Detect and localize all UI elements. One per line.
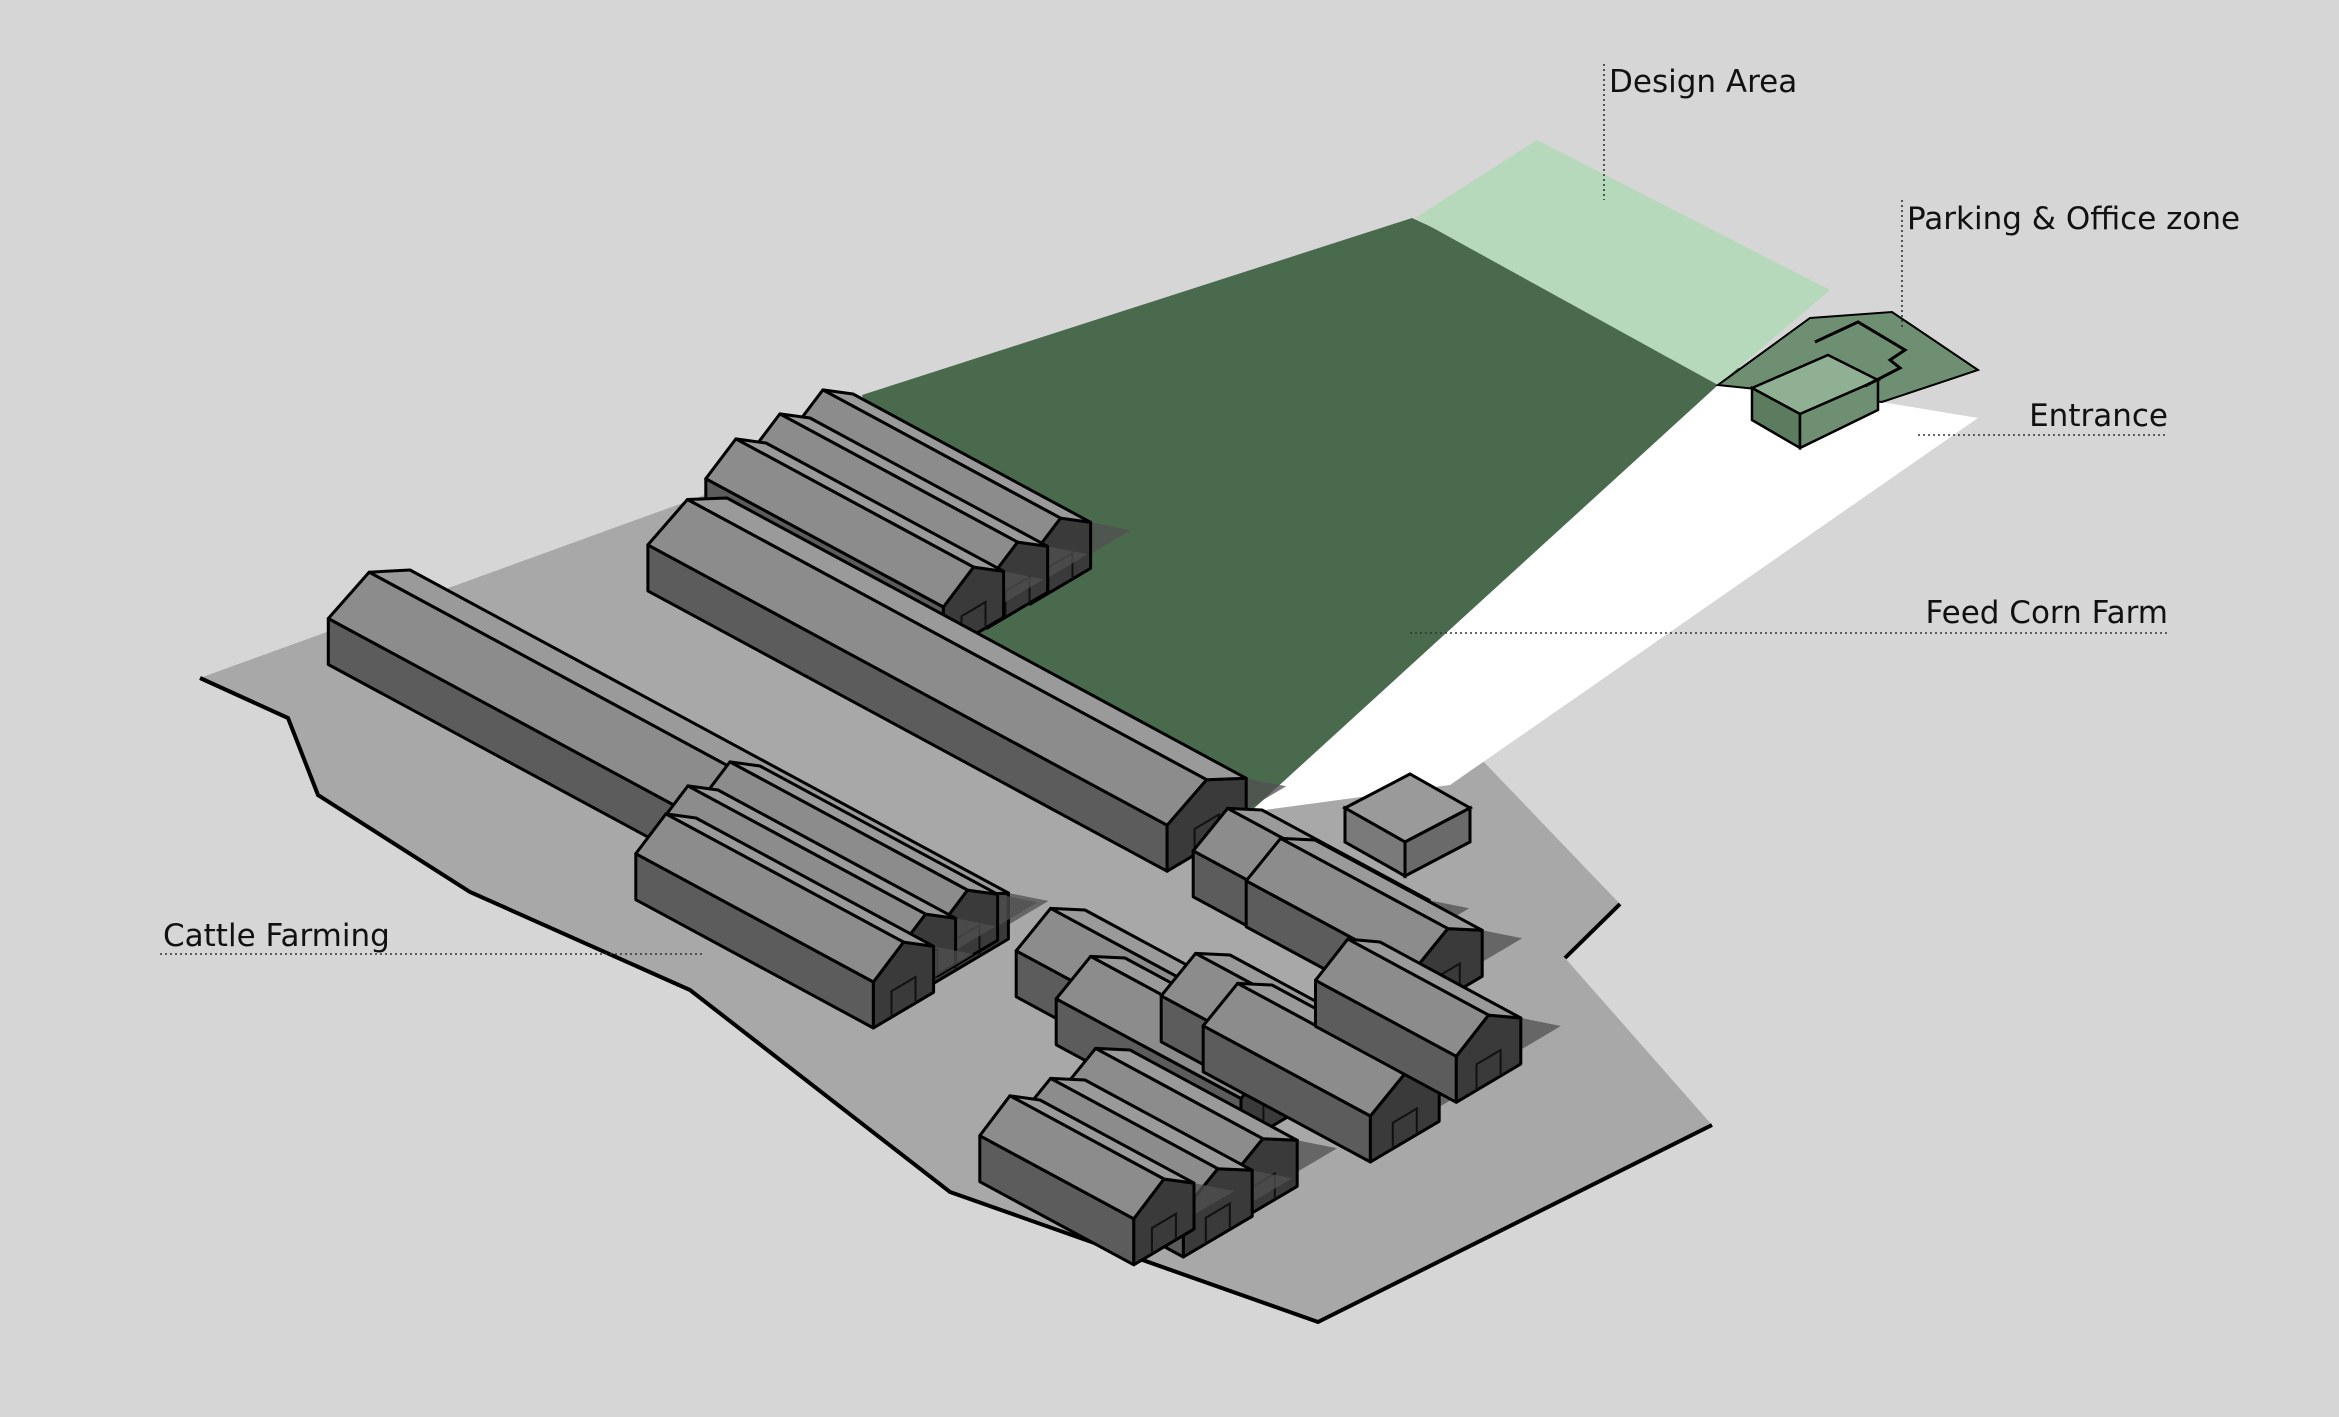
ground-edge (199, 676, 1713, 1325)
utility-building (1341, 772, 1474, 879)
parking-office-zone (1715, 310, 1981, 451)
callout-labels: Design Area Parking & Office zone Entran… (163, 64, 2240, 954)
barn-north-1-shadow (1030, 522, 1131, 604)
pen-4-door (1204, 1201, 1231, 1244)
design-area-zone (1415, 140, 1830, 385)
pen-2-door (1391, 1106, 1418, 1149)
pen-4-shadow (1183, 1170, 1293, 1257)
barn-north-2-shadow (987, 546, 1088, 628)
pen-5-roof-front (1314, 937, 1490, 1058)
feed-corn-field (862, 218, 1820, 818)
barn-south-3-shadow (873, 946, 974, 1028)
barn-long-1-shadow (1167, 778, 1287, 872)
feed-corn-label: Feed Corn Farm (1925, 595, 2168, 631)
barn-north-3-roof-front (704, 437, 975, 609)
ground-edge-right (1563, 902, 1622, 960)
parking-office-label: Parking & Office zone (1907, 201, 2240, 237)
pen-5-door (1475, 1048, 1502, 1091)
office-building-front (1798, 378, 1880, 450)
barn-north-3-shadow (943, 571, 1044, 653)
utility-building-front (1403, 805, 1472, 879)
barn-south-2-shadow (895, 918, 996, 1000)
barn-long-2-shadow (926, 893, 1049, 988)
barn-long-1-roof-front (646, 498, 1209, 827)
office-outline (1814, 320, 1908, 388)
barn-south-1-shadow (937, 894, 1038, 976)
design-area-label: Design Area (1609, 64, 1797, 100)
pen-5-shadow (1456, 1018, 1561, 1103)
pen-3-shadow (1228, 1140, 1338, 1227)
barn-south-3-roof-front (634, 812, 905, 984)
pen-6-shadow (1133, 1183, 1234, 1265)
pen-6-roof-front (978, 1094, 1166, 1221)
callout-leaders (160, 64, 2170, 955)
barn-east-2-shadow (1413, 930, 1523, 1017)
cattle-barns-group (326, 388, 1561, 1267)
entrance-road (1250, 385, 1978, 812)
barn-south-3-door (890, 975, 917, 1018)
entrance-label: Entrance (2029, 398, 2168, 434)
pen-6-door (1150, 1212, 1177, 1255)
cattle-label: Cattle Farming (163, 918, 390, 954)
